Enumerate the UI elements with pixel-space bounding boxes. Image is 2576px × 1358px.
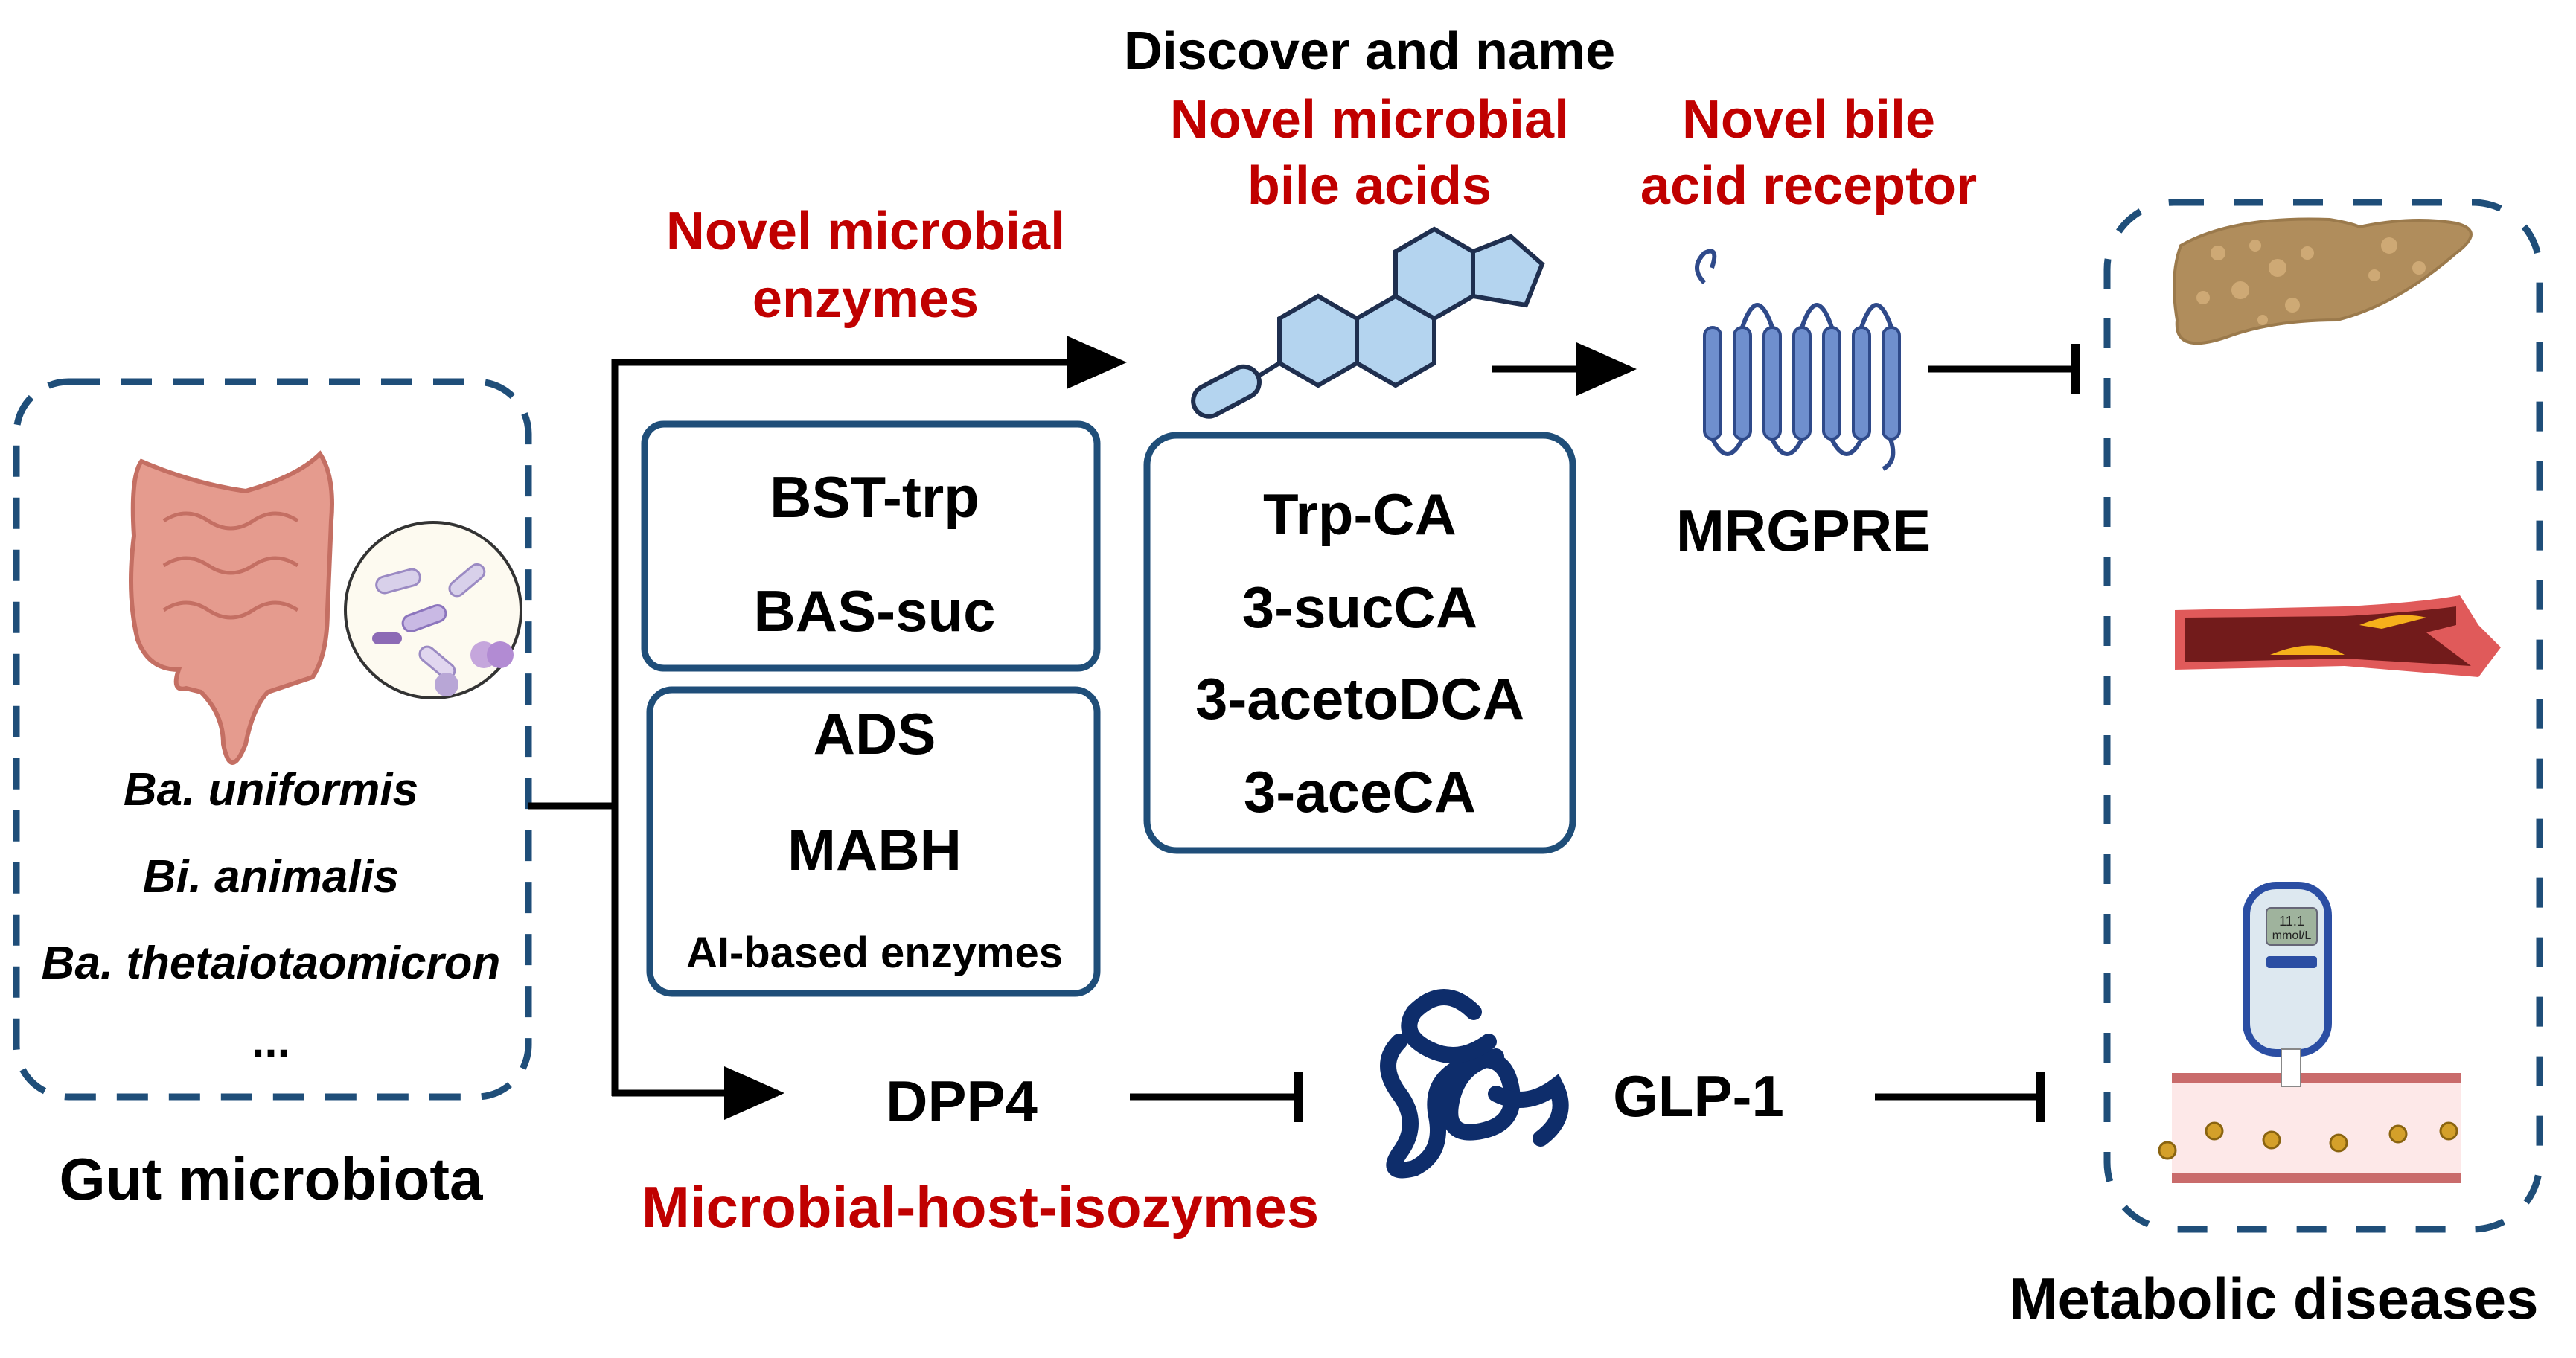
receptor-heading-1: Novel bile xyxy=(1682,90,1935,150)
species-2: Bi. animalis xyxy=(143,851,400,903)
bile-acid-3-acetodca: 3-acetoDCA xyxy=(1195,666,1524,731)
receptor-helix xyxy=(1882,326,1901,441)
mrgpre-label: MRGPRE xyxy=(1676,498,1931,563)
receptor-helix xyxy=(1792,326,1812,441)
glp1-label: GLP-1 xyxy=(1613,1063,1784,1129)
gut-microbiota-box xyxy=(13,378,532,1101)
steroid-molecule-icon xyxy=(1191,226,1545,419)
receptor-loop xyxy=(1800,303,1834,328)
receptor-loop xyxy=(1859,303,1893,328)
receptor-helix xyxy=(1762,326,1782,441)
enzyme-ai-based: AI-based enzymes xyxy=(686,929,1063,977)
branch-connector xyxy=(528,336,1127,1120)
bile-acids-heading-1: Novel microbial xyxy=(1170,90,1569,150)
inhibit-glp1-diseases xyxy=(1875,1072,2045,1122)
bile-acid-trp-ca: Trp-CA xyxy=(1263,481,1457,547)
inhibit-receptor-diseases xyxy=(1928,344,2080,394)
species-more: ... xyxy=(252,1016,290,1067)
atherosclerotic-artery-icon xyxy=(2175,595,2501,677)
species-3: Ba. thetaiotaomicron xyxy=(42,938,501,989)
isozymes-label: Microbial-host-isozymes xyxy=(642,1174,1319,1240)
enzyme-bas-suc: BAS-suc xyxy=(753,578,995,644)
receptor-helix xyxy=(1822,326,1841,441)
fatty-liver-icon xyxy=(2173,217,2473,345)
receptor-loop xyxy=(1740,303,1774,328)
bile-acids-box xyxy=(1143,432,1576,854)
enzymes-heading-2: enzymes xyxy=(752,269,979,329)
metabolic-diseases-box xyxy=(2103,199,2543,1233)
species-1: Ba. uniformis xyxy=(124,764,418,816)
bacteria-magnifier-icon xyxy=(344,521,522,699)
receptor-loop xyxy=(1829,438,1864,456)
glucometer-unit: mmol/L xyxy=(2272,929,2312,942)
gpcr-receptor-icon xyxy=(1695,249,1901,471)
enzyme-box-1 xyxy=(641,420,1101,672)
enzyme-mabh: MABH xyxy=(787,817,962,883)
enzyme-box-2 xyxy=(646,686,1101,997)
receptor-helix xyxy=(1852,326,1871,441)
receptor-loop xyxy=(1710,438,1745,456)
receptor-heading-2: acid receptor xyxy=(1640,156,1977,216)
enzymes-heading-1: Novel microbial xyxy=(666,202,1065,261)
intestine-icon xyxy=(129,450,334,765)
bile-acid-3-aceca: 3-aceCA xyxy=(1244,759,1476,824)
enzyme-bst-trp: BST-trp xyxy=(770,464,979,530)
receptor-loop xyxy=(1770,438,1804,456)
glucometer-icon: 11.1 mmol/L xyxy=(2158,882,2461,1183)
inhibit-dpp4-glp1 xyxy=(1130,1072,1303,1122)
gut-microbiota-label: Gut microbiota xyxy=(60,1146,483,1212)
glucometer-value: 11.1 xyxy=(2279,914,2304,929)
glp1-protein-icon xyxy=(1380,989,1569,1179)
metabolic-diseases-label: Metabolic diseases xyxy=(2010,1266,2539,1331)
receptor-helix xyxy=(1733,326,1752,441)
discover-label: Discover and name xyxy=(1124,22,1615,81)
dpp4-label: DPP4 xyxy=(886,1069,1038,1134)
receptor-helix xyxy=(1703,326,1722,441)
bile-acids-heading-2: bile acids xyxy=(1247,156,1492,216)
enzyme-ads: ADS xyxy=(814,701,936,766)
bile-acid-3-succa: 3-sucCA xyxy=(1242,574,1477,640)
